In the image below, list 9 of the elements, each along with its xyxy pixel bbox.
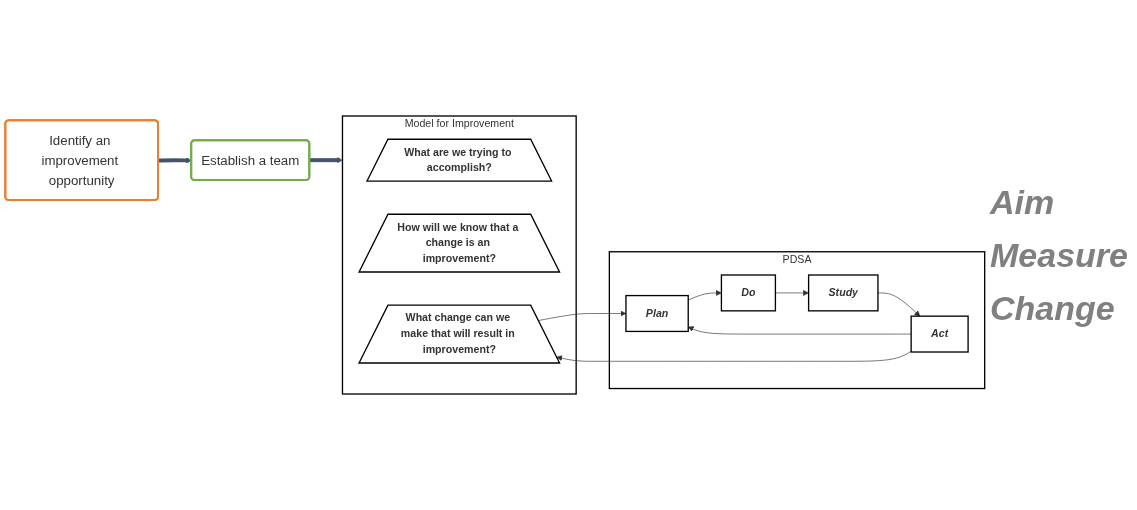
node-box: Plan [625,294,689,333]
arrow [309,157,343,164]
side-label: Measure [990,235,1129,275]
node-box: Study [807,274,879,312]
node-box: Do [720,274,777,312]
arrow [158,157,192,164]
node-box: Act [910,315,969,353]
side-label: Aim [990,182,1056,222]
side-label: Change [990,288,1116,328]
